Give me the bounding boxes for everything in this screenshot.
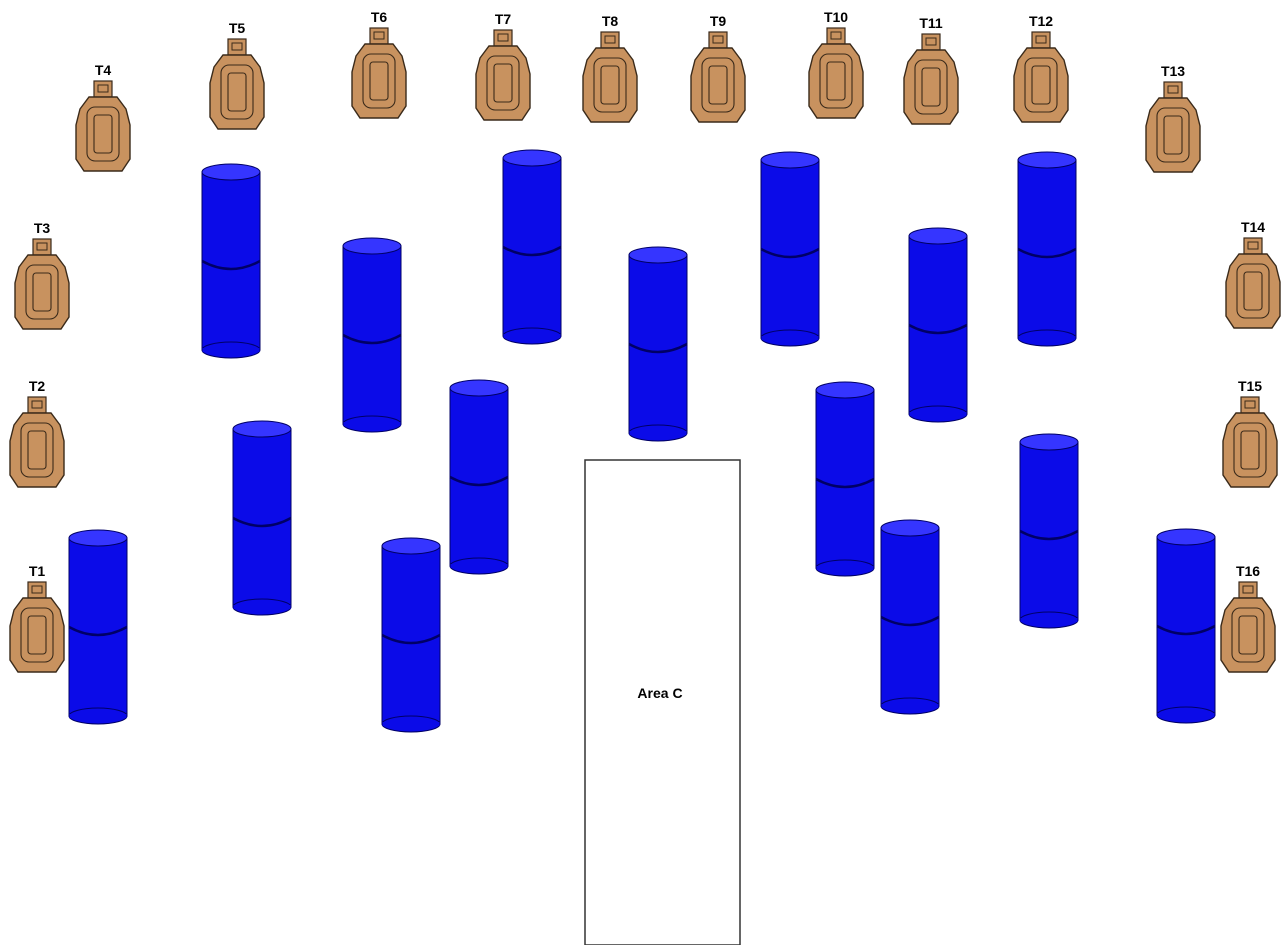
- barrel: [502, 149, 562, 345]
- target-t13: T13: [1145, 63, 1201, 173]
- target-t9: T9: [690, 13, 746, 123]
- target-t15: T15: [1222, 378, 1278, 488]
- target-label: T3: [34, 220, 51, 236]
- target-t8: T8: [582, 13, 638, 123]
- barrel: [1019, 433, 1079, 629]
- target-label: T12: [1029, 13, 1053, 29]
- target-t10: T10: [808, 9, 864, 119]
- target-label: T6: [371, 9, 388, 25]
- target-t7: T7: [475, 11, 531, 121]
- target-label: T11: [919, 15, 943, 31]
- barrel: [68, 529, 128, 725]
- barrel: [232, 420, 292, 616]
- target-label: T5: [229, 20, 246, 36]
- barrel: [880, 519, 940, 715]
- target-t1: T1: [9, 563, 65, 673]
- target-label: T2: [29, 378, 46, 394]
- shooting-area: Area C: [584, 459, 741, 946]
- barrel-group: [68, 149, 1216, 733]
- target-t14: T14: [1225, 219, 1281, 329]
- target-t5: T5: [209, 20, 265, 130]
- area-label: Area C: [637, 685, 682, 701]
- barrel: [1156, 528, 1216, 724]
- barrel: [381, 537, 441, 733]
- target-t6: T6: [351, 9, 407, 119]
- target-t2: T2: [9, 378, 65, 488]
- target-t12: T12: [1013, 13, 1069, 123]
- area-box: [584, 459, 741, 946]
- barrel: [201, 163, 261, 359]
- target-label: T1: [29, 563, 46, 579]
- target-t16: T16: [1220, 563, 1276, 673]
- target-label: T14: [1241, 219, 1265, 235]
- target-t4: T4: [75, 62, 131, 172]
- target-label: T10: [824, 9, 848, 25]
- target-t11: T11: [903, 15, 959, 125]
- target-t3: T3: [14, 220, 70, 330]
- target-label: T15: [1238, 378, 1262, 394]
- barrel: [628, 246, 688, 442]
- target-label: T16: [1236, 563, 1260, 579]
- target-label: T13: [1161, 63, 1185, 79]
- barrel: [342, 237, 402, 433]
- barrel: [908, 227, 968, 423]
- target-label: T9: [710, 13, 727, 29]
- target-label: T8: [602, 13, 619, 29]
- barrel: [815, 381, 875, 577]
- target-label: T7: [495, 11, 512, 27]
- barrel: [1017, 151, 1077, 347]
- barrel: [760, 151, 820, 347]
- barrel: [449, 379, 509, 575]
- target-label: T4: [95, 62, 112, 78]
